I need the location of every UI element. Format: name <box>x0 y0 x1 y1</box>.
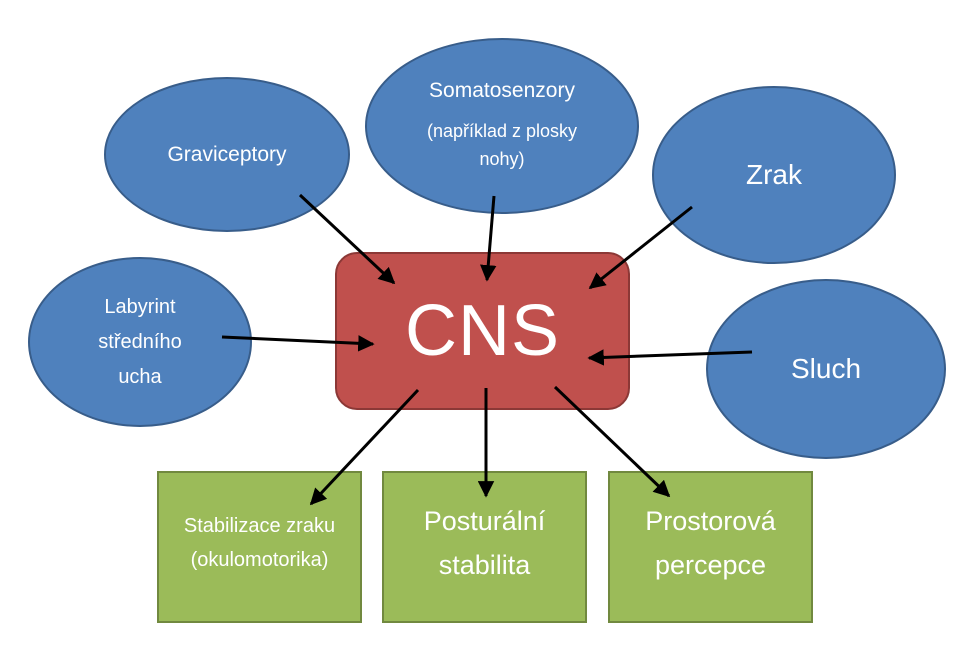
node-sluch-label: Sluch <box>790 353 862 384</box>
node-labyrint-line2: středního <box>98 330 182 353</box>
node-somatosenzory-title: Somatosenzory <box>429 79 575 102</box>
node-somatosenzory: Somatosenzory (například z plosky nohy) <box>365 38 639 214</box>
node-sluch: Sluch <box>706 279 946 459</box>
node-prostorova-line1: Prostorová <box>645 506 776 536</box>
node-cns: CNS <box>335 252 630 410</box>
node-prostorova-line2: percepce <box>654 550 767 580</box>
node-labyrint-line1: Labyrint <box>104 295 176 318</box>
node-graviceptory: Graviceptory <box>104 77 350 232</box>
node-stabilizace-line2: (okulomotorika) <box>190 549 329 571</box>
node-zrak-label: Zrak <box>746 159 802 190</box>
node-zrak: Zrak <box>652 86 896 264</box>
node-prostorova: Prostorová percepce <box>608 471 813 623</box>
node-posturalni-line1: Posturální <box>423 506 546 536</box>
node-stabilizace: Stabilizace zraku (okulomotorika) <box>157 471 362 623</box>
node-cns-label: CNS <box>404 291 560 371</box>
node-stabilizace-line1: Stabilizace zraku <box>183 515 336 537</box>
node-posturalni-line2: stabilita <box>438 550 531 580</box>
node-posturalni: Posturální stabilita <box>382 471 587 623</box>
node-somatosenzory-line2: nohy) <box>479 149 525 169</box>
node-labyrint-line3: ucha <box>118 365 162 388</box>
node-labyrint: Labyrint středního ucha <box>28 257 252 427</box>
node-somatosenzory-line1: (například z plosky <box>426 121 578 141</box>
node-graviceptory-label: Graviceptory <box>167 142 287 166</box>
